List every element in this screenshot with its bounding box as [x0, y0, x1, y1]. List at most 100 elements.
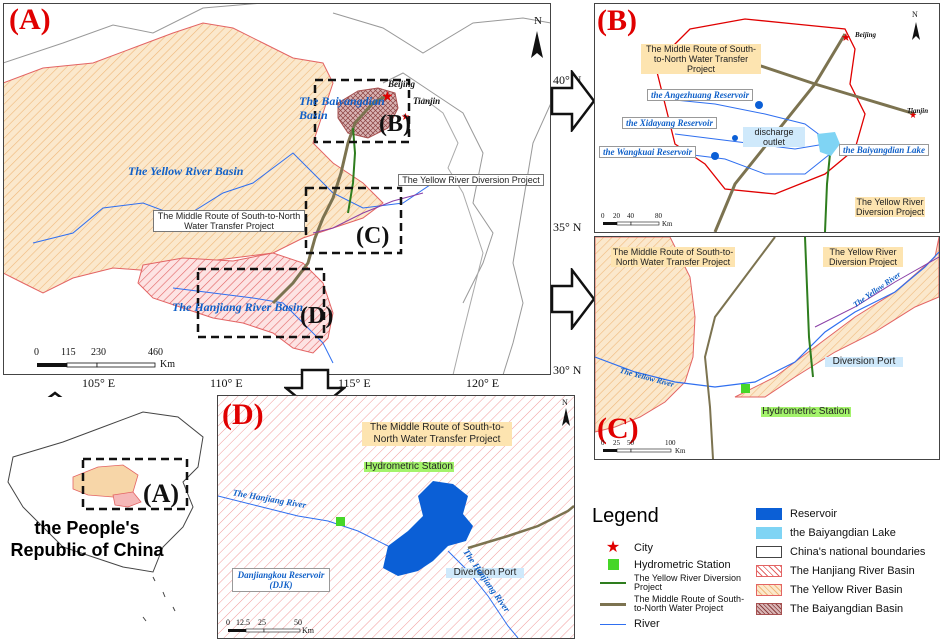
- yellow-river-c: [595, 251, 939, 388]
- china-outline: [7, 411, 204, 573]
- scale-a-unit: Km: [160, 359, 175, 370]
- lon-115: 115° E: [338, 376, 371, 390]
- label-danjiangkou: Danjiangkou Reservoir (DJK): [232, 568, 330, 592]
- north-arrow-d: [562, 408, 570, 426]
- reservoir-angezhuang: [755, 101, 763, 109]
- scale-b-3: 80: [655, 212, 662, 220]
- legend-yellow-basin: The Yellow River Basin: [756, 584, 903, 596]
- hanjiang-river-basin: [137, 252, 334, 354]
- box-c[interactable]: [304, 186, 403, 255]
- label-beijing: Beijing: [388, 79, 416, 89]
- hanjiang-river-d-2: [447, 550, 519, 638]
- tianjin-star: ★: [401, 112, 410, 123]
- scale-b-unit: Km: [662, 220, 673, 228]
- legend-baiyangdian-label: The Baiyangdian Basin: [790, 603, 904, 615]
- legend-hydrometric-label: Hydrometric Station: [634, 559, 731, 571]
- legend-river-label: River: [634, 618, 660, 630]
- lon-110: 110° E: [210, 376, 243, 390]
- scale-a-2: 230: [91, 347, 106, 358]
- china-boundary: [3, 3, 551, 375]
- scale-a-1: 115: [61, 347, 76, 358]
- label-xidayang: the Xidayang Reservoir: [622, 117, 717, 129]
- panel-b-map: ★ ★ (B) The Middle Route of South-to-Nor…: [594, 3, 940, 233]
- label-tianjin: Tianjin: [413, 96, 441, 106]
- scale-bar-a-3: [96, 362, 156, 368]
- china-country-label: the People's Republic of China: [10, 518, 164, 560]
- label-baiyangdian-lake: the Baiyangdian Lake: [839, 144, 930, 156]
- yellow-river: [32, 152, 464, 244]
- callout-middle-route-a: The Middle Route of South-to-North Water…: [153, 210, 305, 232]
- yellow-basin-c-right: [734, 237, 939, 398]
- panel-a-map: ★ ★ (A) The Yellow River Basin The Baiya…: [3, 3, 551, 375]
- legend-green-line-icon: [600, 582, 626, 584]
- scale-bar-c-3: [630, 448, 672, 453]
- callout-yellow-diversion-c: The Yellow River Diversion Project: [823, 247, 903, 267]
- panel-c-map: The Middle Route of South-to-North Water…: [594, 236, 940, 460]
- legend-yellow-basin-label: The Yellow River Basin: [790, 584, 903, 596]
- reservoir-xidayang: [732, 135, 738, 141]
- middle-route-d: [467, 505, 574, 550]
- panel-a-frame: [3, 3, 551, 375]
- hanjiang-river: [172, 287, 334, 364]
- legend-title: Legend: [592, 505, 659, 527]
- legend-square-icon: [600, 559, 626, 571]
- scale-d-unit: Km: [302, 626, 314, 635]
- label-tianjin-b: Tianjin: [907, 107, 929, 115]
- scale-bar-b-2: [616, 221, 632, 226]
- legend-hanjiang-label: The Hanjiang River Basin: [790, 565, 915, 577]
- scale-d-1: 12.5: [236, 618, 250, 627]
- panel-d-svg: [218, 396, 574, 638]
- panel-d-label: (D): [222, 398, 264, 431]
- box-d[interactable]: [196, 267, 326, 339]
- north-arrow-b: [912, 22, 920, 40]
- legend-boundary: China's national boundaries: [756, 546, 925, 558]
- legend-middle-route-label: The Middle Route of South-to-North Water…: [634, 594, 745, 613]
- legend-middle-route: The Middle Route of South-to-North Water…: [600, 595, 750, 613]
- callout-middle-route-d: The Middle Route of South-to-North Water…: [362, 422, 512, 446]
- reservoir-wangkuai: [711, 152, 719, 160]
- scale-bar-d-3: [263, 628, 301, 633]
- north-a: N: [534, 15, 542, 27]
- legend-hydrometric: Hydrometric Station: [600, 559, 731, 571]
- label-angezhuang: the Angezhuang Reservoir: [647, 89, 754, 101]
- scale-c-0: 0: [601, 439, 605, 447]
- legend-hanjiang-icon: [756, 565, 782, 577]
- legend-city-label: City: [634, 542, 653, 554]
- legend-olive-line-icon: [600, 602, 626, 606]
- panel-c-label: (C): [597, 412, 639, 445]
- lon-105: 105° E: [82, 376, 116, 390]
- panel-a-label: (A): [9, 3, 51, 36]
- box-b[interactable]: [313, 78, 411, 144]
- panel-c-svg: [595, 237, 939, 459]
- yellow-diversion-line: [347, 127, 357, 214]
- beijing-star-b: ★: [841, 32, 851, 44]
- scale-c-1: 25: [613, 439, 620, 447]
- callout-middle-route-c: The Middle Route of South-to-North Water…: [611, 247, 735, 267]
- panel-b-label: (B): [597, 4, 637, 37]
- box-a-inset[interactable]: [81, 457, 189, 511]
- legend-hanjiang: The Hanjiang River Basin: [756, 565, 915, 577]
- hydrometric-station-d: [336, 517, 345, 526]
- box-c-label: (C): [356, 223, 390, 249]
- legend-boundary-icon: [756, 546, 782, 558]
- panel-d-map: (D) The Middle Route of South-to-North W…: [217, 395, 575, 639]
- hydrometric-station-c: [741, 384, 750, 393]
- baiyangdian-lake: [817, 132, 840, 156]
- yellow-diversion-b: [824, 153, 831, 232]
- china-inset-label: (A): [143, 479, 180, 508]
- scale-b-2: 40: [627, 212, 634, 220]
- islands: [142, 576, 176, 622]
- lat-30: 30° N: [553, 363, 582, 377]
- legend-reservoir: Reservoir: [756, 508, 837, 520]
- scale-b-0: 0: [601, 212, 605, 220]
- label-yellow-river-basin: The Yellow River Basin: [128, 164, 244, 178]
- scale-c-unit: Km: [675, 447, 686, 455]
- china-svg: [7, 411, 204, 622]
- callout-discharge: discharge outlet: [743, 127, 805, 147]
- legend-lake: the Baiyangdian Lake: [756, 527, 896, 539]
- scale-bar-a-1: [37, 363, 67, 367]
- legend-lake-icon: [756, 527, 782, 539]
- callout-diversion-port-d: Diversion Port: [446, 568, 524, 578]
- scale-a-0: 0: [34, 347, 39, 358]
- panel-china-map: (A) the People's Republic of China: [3, 397, 213, 637]
